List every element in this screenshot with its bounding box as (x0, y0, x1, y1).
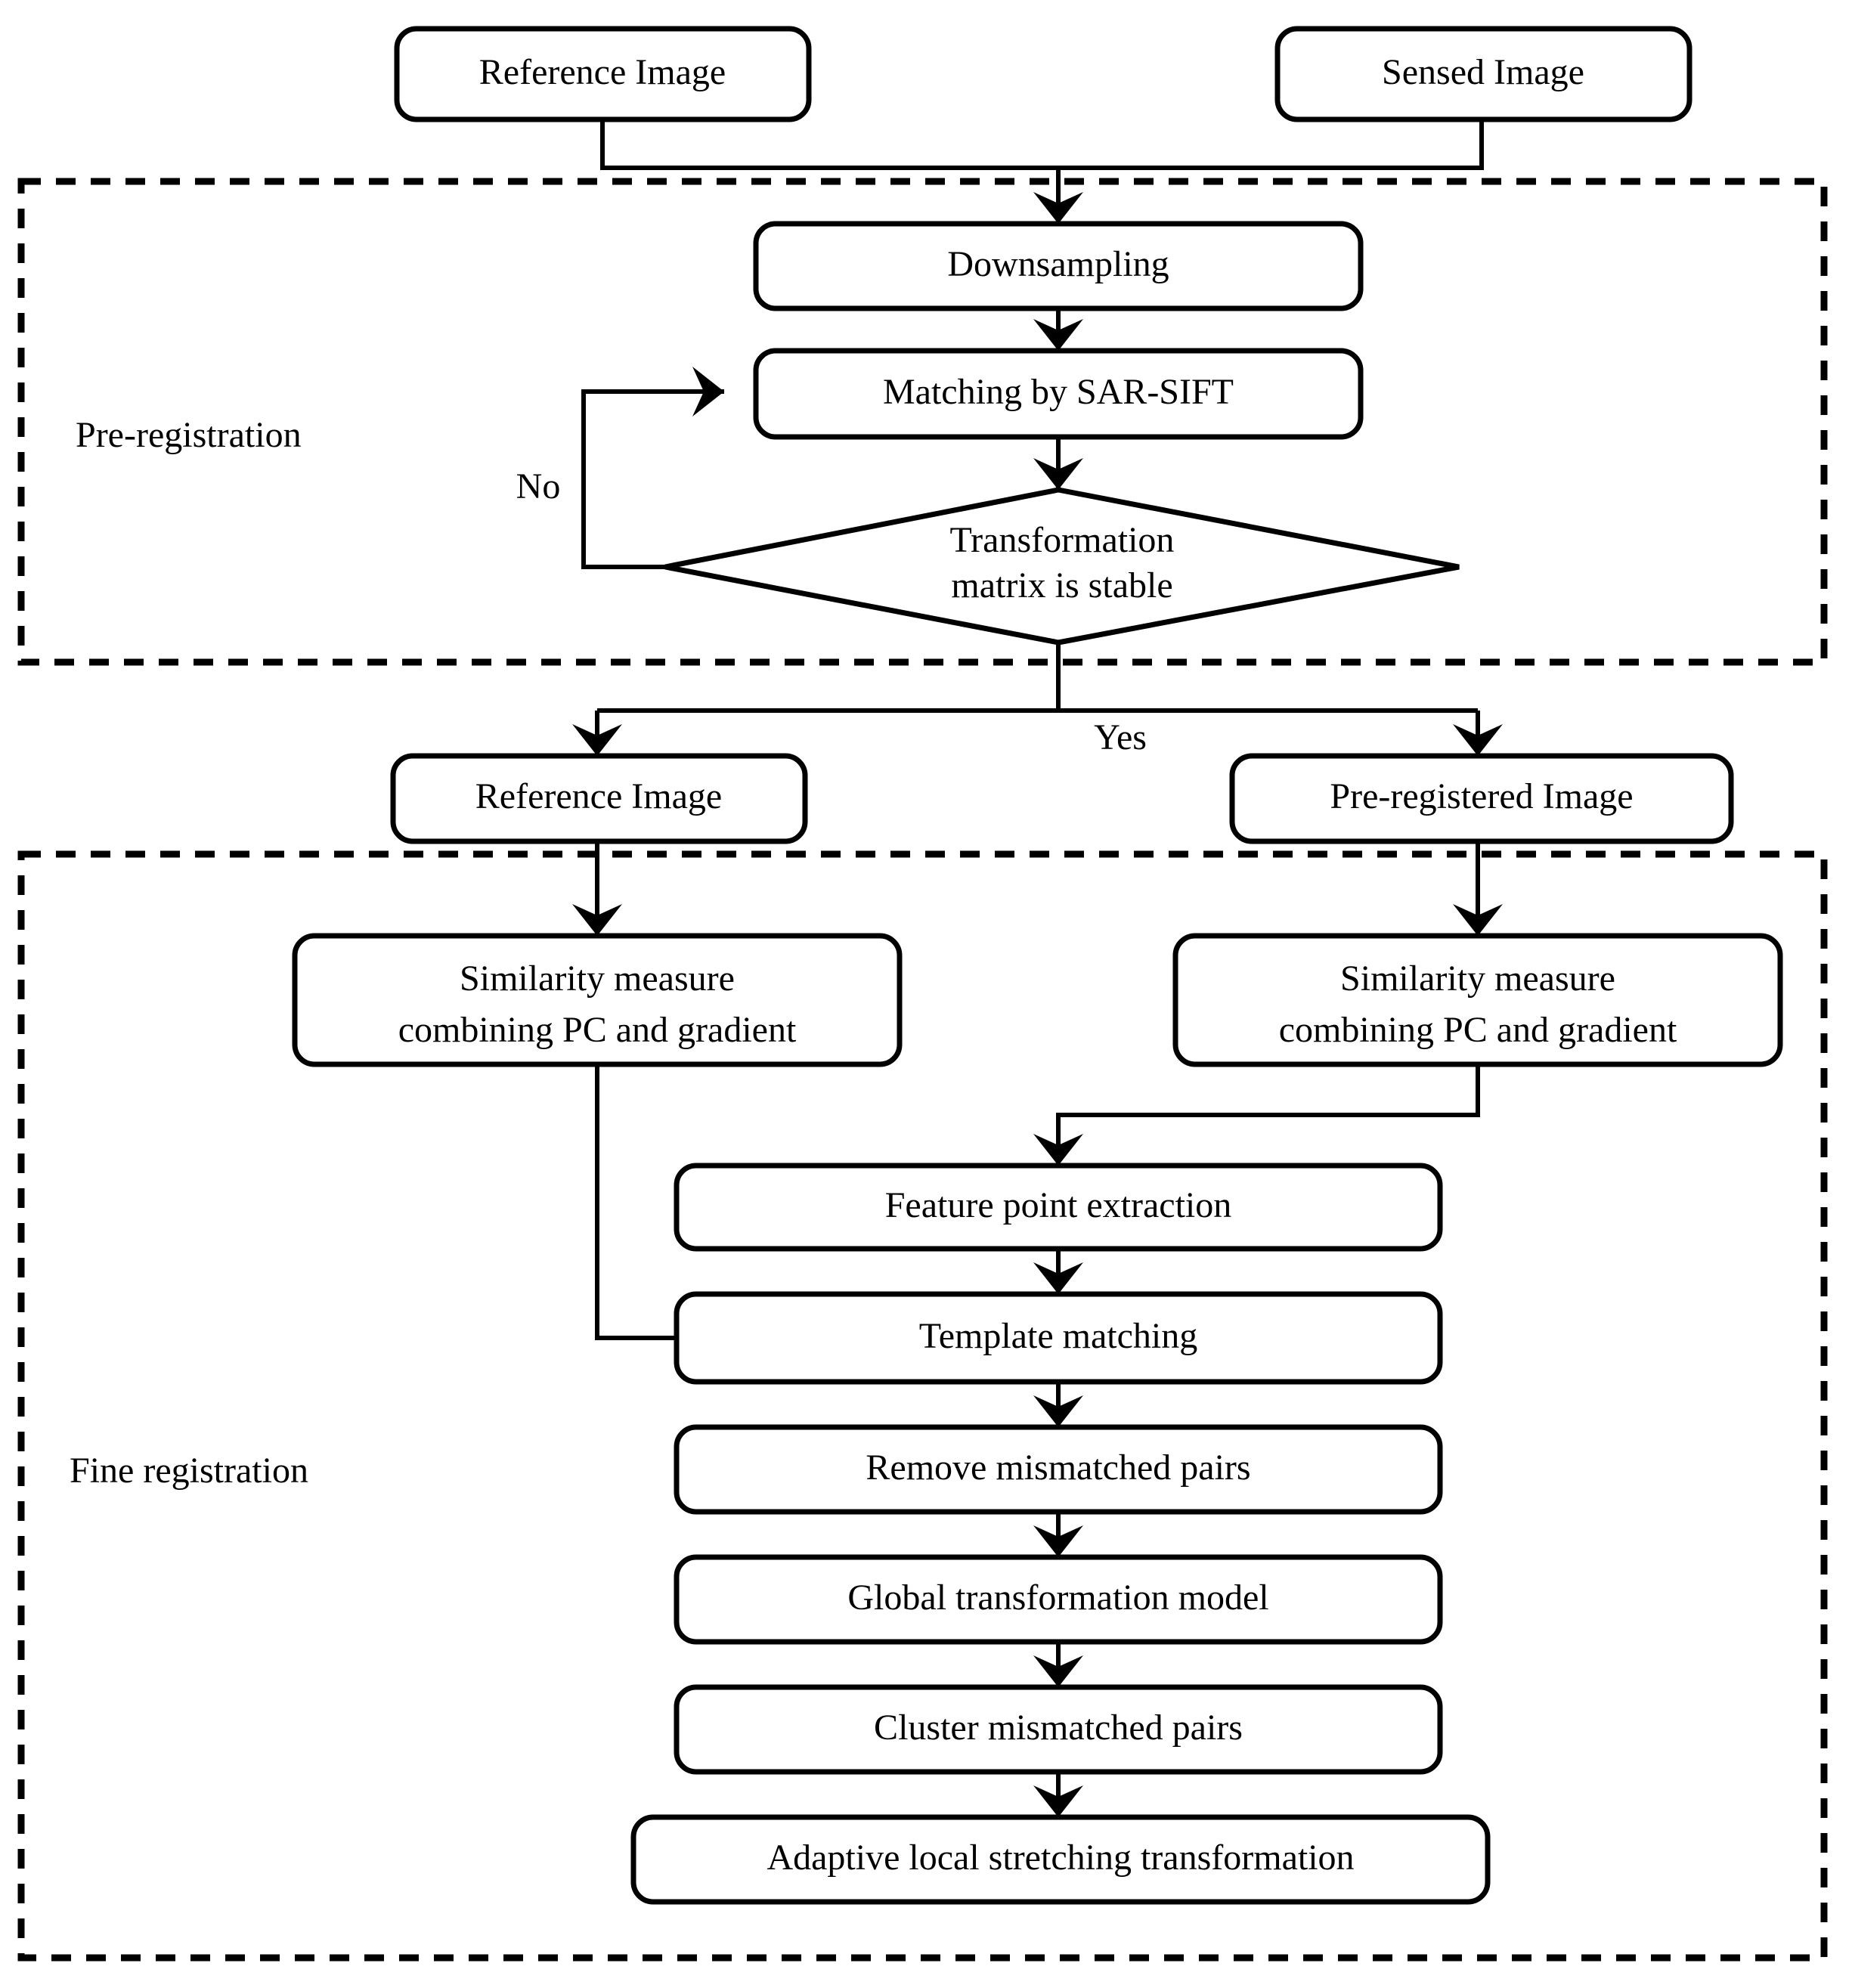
node-label-global-transformation-model: Global transformation model (847, 1578, 1268, 1618)
node-feature-point-extraction[interactable]: Feature point extraction (674, 1163, 1443, 1252)
node-cluster-mismatched-pairs[interactable]: Cluster mismatched pairs (674, 1684, 1443, 1775)
node-label-similarity-left-line2: combining PC and gradient (398, 1010, 797, 1050)
section-label-fine-registration: Fine registration (70, 1451, 308, 1491)
node-reference-image-top[interactable]: Reference Image (394, 26, 812, 122)
node-label-transformation-stable-line1: Transformation (950, 520, 1175, 560)
node-label-sensed-image: Sensed Image (1382, 52, 1584, 92)
node-label-similarity-right-line2: combining PC and gradient (1279, 1010, 1677, 1050)
node-label-pre-registered-image: Pre-registered Image (1330, 776, 1633, 816)
node-matching-sar-sift[interactable]: Matching by SAR-SIFT (753, 348, 1364, 440)
node-label-matching-sar-sift: Matching by SAR-SIFT (883, 372, 1234, 412)
section-label-pre-registration: Pre-registration (76, 415, 302, 455)
section-box-pre-registration (17, 178, 1828, 666)
node-label-remove-mismatched-pairs: Remove mismatched pairs (866, 1448, 1250, 1488)
edge-reference-to-junction (600, 119, 1058, 170)
node-adaptive-local-stretching[interactable]: Adaptive local stretching transformation (630, 1814, 1491, 1905)
node-label-similarity-left-line1: Similarity measure (460, 958, 735, 999)
node-pre-registered-image[interactable]: Pre-registered Image (1229, 753, 1734, 844)
node-label-transformation-stable-line2: matrix is stable (951, 565, 1172, 605)
edge-sensed-to-junction (1058, 119, 1484, 170)
node-similarity-left[interactable]: Similarity measure combining PC and grad… (292, 933, 903, 1067)
node-label-downsampling: Downsampling (947, 244, 1169, 284)
node-label-feature-point-extraction: Feature point extraction (885, 1185, 1232, 1225)
edge-similarity-right-to-feature-extraction (1033, 1064, 1480, 1166)
node-transformation-stable[interactable]: Transformation matrix is stable (664, 487, 1460, 646)
node-reference-image-fine[interactable]: Reference Image (390, 753, 808, 844)
node-similarity-right[interactable]: Similarity measure combining PC and grad… (1172, 933, 1783, 1067)
node-sensed-image[interactable]: Sensed Image (1274, 26, 1693, 122)
node-remove-mismatched-pairs[interactable]: Remove mismatched pairs (674, 1424, 1443, 1515)
node-label-similarity-right-line1: Similarity measure (1340, 958, 1615, 999)
edge-decision-no-loop (581, 367, 724, 569)
node-label-reference-image-top: Reference Image (479, 52, 726, 92)
edge-decision-yes-split (597, 643, 1061, 713)
node-label-template-matching: Template matching (919, 1316, 1198, 1356)
node-label-reference-image-fine: Reference Image (475, 776, 722, 816)
node-label-cluster-mismatched-pairs: Cluster mismatched pairs (874, 1708, 1243, 1748)
edge-label-no: No (516, 466, 561, 506)
edge-label-yes: Yes (1094, 717, 1147, 757)
node-template-matching[interactable]: Template matching (674, 1291, 1443, 1385)
section-box-fine-registration (17, 850, 1828, 1962)
node-global-transformation-model[interactable]: Global transformation model (674, 1554, 1443, 1645)
node-downsampling[interactable]: Downsampling (753, 221, 1364, 311)
node-label-adaptive-local-stretching: Adaptive local stretching transformation (767, 1838, 1354, 1878)
